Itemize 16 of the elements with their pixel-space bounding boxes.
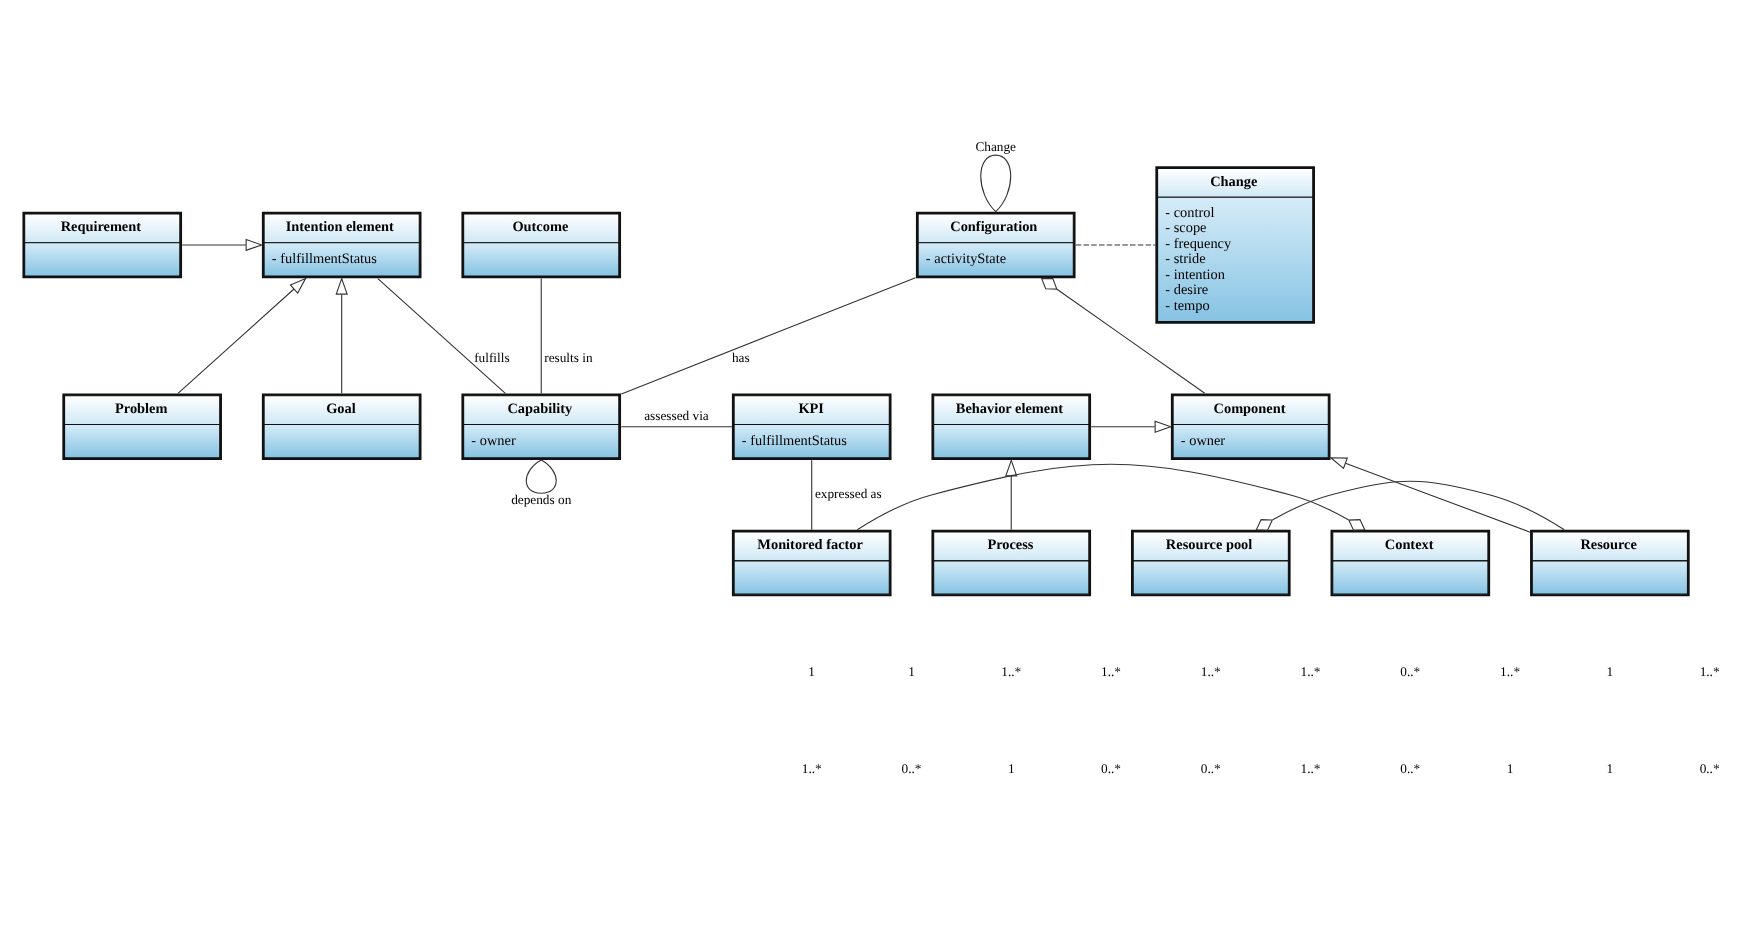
connector xyxy=(1074,243,1155,245)
arrow xyxy=(334,275,347,393)
connector xyxy=(619,425,732,427)
connector xyxy=(1254,479,1564,530)
connector xyxy=(855,462,1365,530)
connector xyxy=(539,277,541,393)
connector xyxy=(376,277,505,393)
connector xyxy=(619,276,916,394)
arrow xyxy=(176,276,306,393)
connector xyxy=(524,458,556,493)
arrow xyxy=(1328,456,1530,532)
connector xyxy=(810,458,812,530)
arrow xyxy=(1089,419,1172,432)
arrow xyxy=(180,237,263,251)
connector xyxy=(1039,276,1205,393)
arrow xyxy=(1004,457,1017,530)
